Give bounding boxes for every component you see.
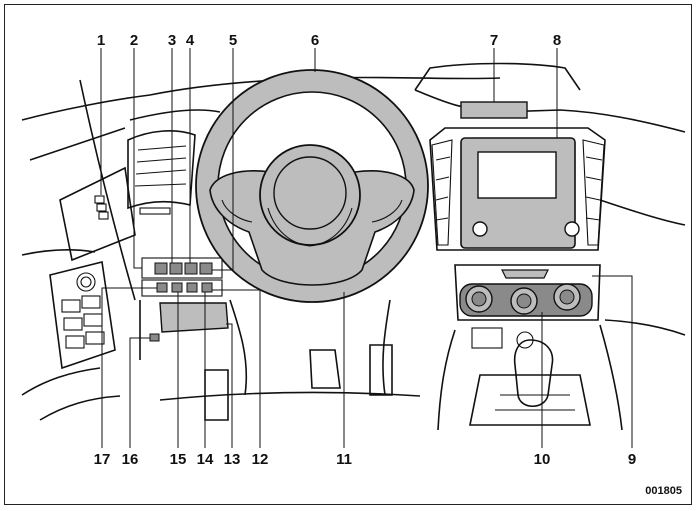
- callout-6: 6: [311, 32, 319, 49]
- callout-16: 16: [122, 451, 139, 468]
- mirror-switch-1: [94, 195, 109, 220]
- callout-2: 2: [130, 32, 138, 49]
- left-air-vent: [127, 130, 196, 215]
- callout-3: 3: [168, 32, 176, 49]
- callout-5: 5: [229, 32, 237, 49]
- leader-lines: [100, 48, 633, 448]
- callout-15: 15: [170, 451, 187, 468]
- left-door-area: [21, 79, 151, 421]
- callout-17: 17: [94, 451, 111, 468]
- callout-12: 12: [252, 451, 269, 468]
- callout-8: 8: [553, 32, 561, 49]
- callout-13: 13: [224, 451, 241, 468]
- callout-9: 9: [628, 451, 636, 468]
- callout-14: 14: [197, 451, 214, 468]
- center-display-unit: [429, 127, 606, 251]
- callout-11: 11: [336, 451, 352, 468]
- callout-labels: 1 2 3 4 5 6 7 8 9 10 11 12 13 14 15 16 1…: [94, 32, 682, 497]
- center-console: [437, 199, 686, 431]
- reference-code: 001805: [645, 485, 682, 497]
- climate-control-panel: [454, 264, 601, 321]
- callout-4: 4: [186, 32, 195, 49]
- pedals: [159, 299, 421, 401]
- head-up-display: [460, 101, 528, 119]
- window-switch-panel: [49, 261, 116, 370]
- callout-7: 7: [490, 32, 498, 49]
- steering-wheel: [195, 69, 429, 303]
- switch-cluster: [141, 257, 223, 297]
- lower-dash-panel: [139, 300, 229, 421]
- callout-1: 1: [97, 32, 105, 49]
- callout-10: 10: [534, 451, 551, 468]
